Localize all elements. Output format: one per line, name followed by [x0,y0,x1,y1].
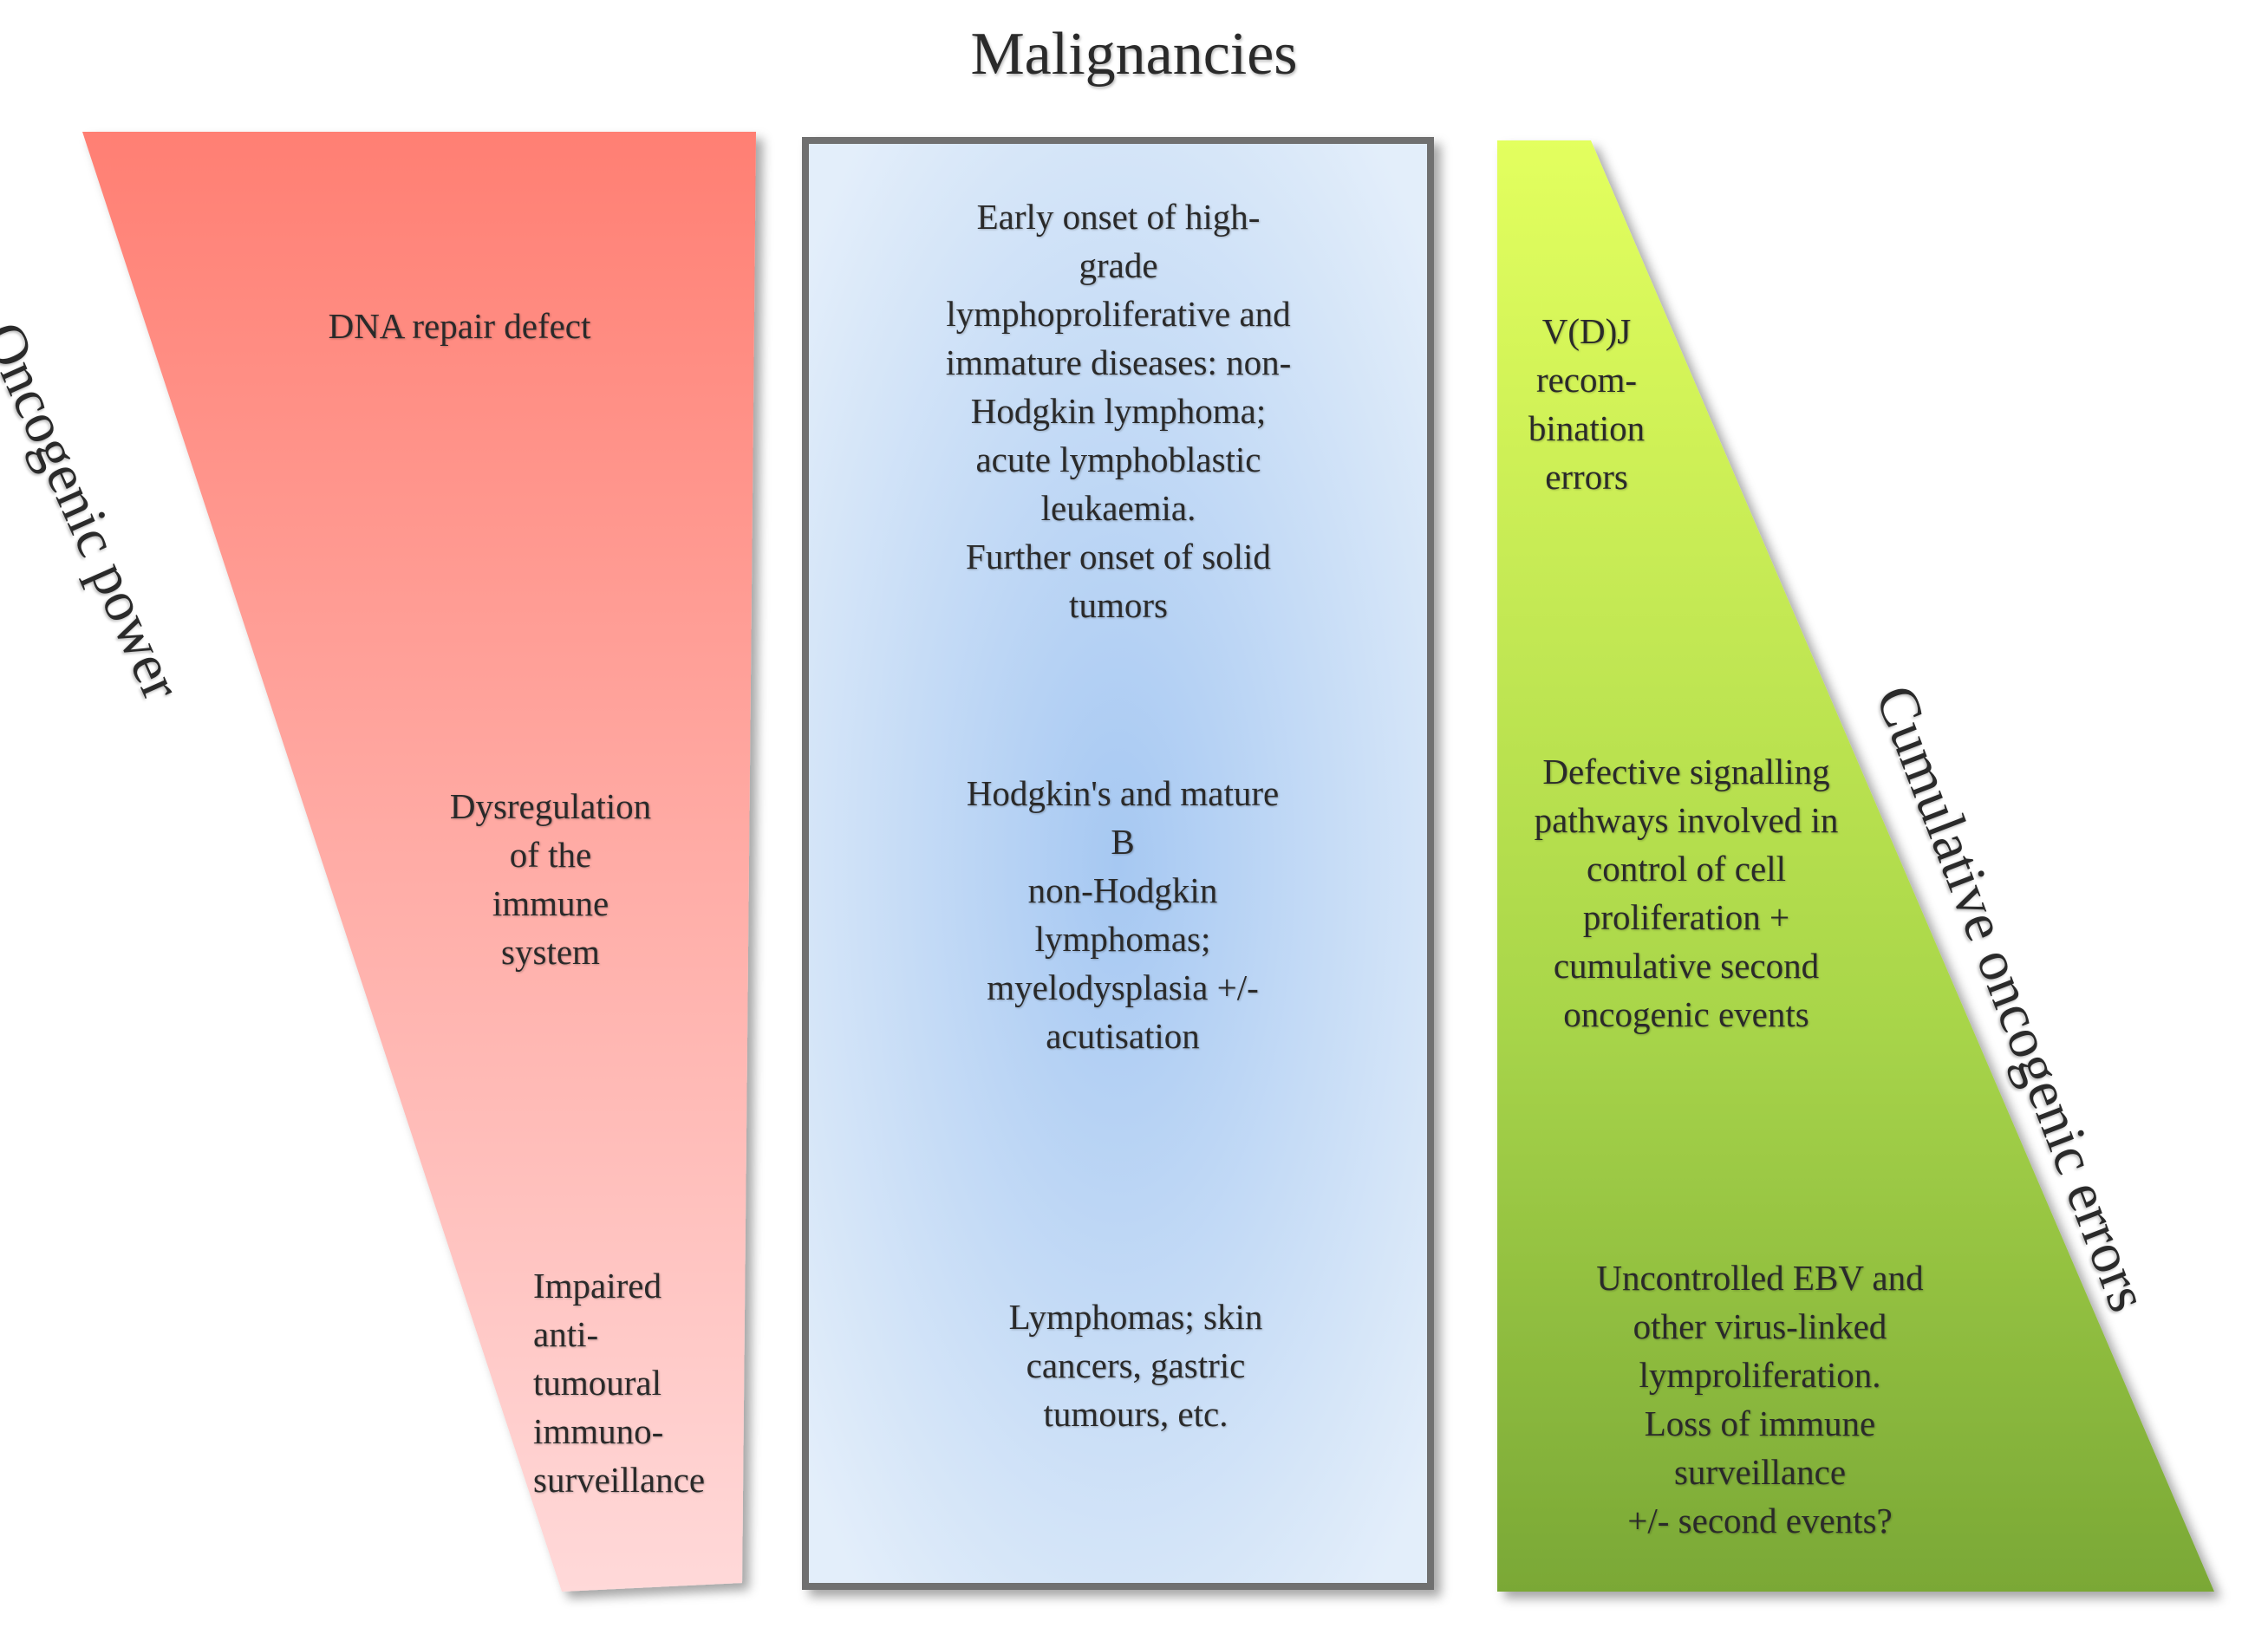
middle-item-hodgkin: Hodgkin's and mature B non-Hodgkin lymph… [966,773,1280,1056]
middle-item-early-onset: Early onset of high- grade lymphoprolife… [945,197,1292,625]
left-item-dna-repair: DNA repair defect [328,306,591,346]
middle-box [802,137,1434,1590]
left-item-immune-dysregulation: Dysregulation of the immune system [449,786,652,972]
diagram-title: Malignancies [970,21,1298,88]
middle-item-lymphomas: Lymphomas; skin cancers, gastric tumours… [1008,1297,1263,1434]
right-wedge [1497,140,2214,1592]
right-item-vdj: V(D)J recom- bination errors [1528,311,1646,497]
right-item-ebv: Uncontrolled EBV and other virus-linked … [1596,1258,1924,1540]
left-item-immunosurveillance: Impaired anti- tumoural immuno- surveill… [533,1266,706,1500]
left-wedge [82,132,756,1592]
right-item-signalling: Defective signalling pathways involved i… [1534,752,1839,1034]
